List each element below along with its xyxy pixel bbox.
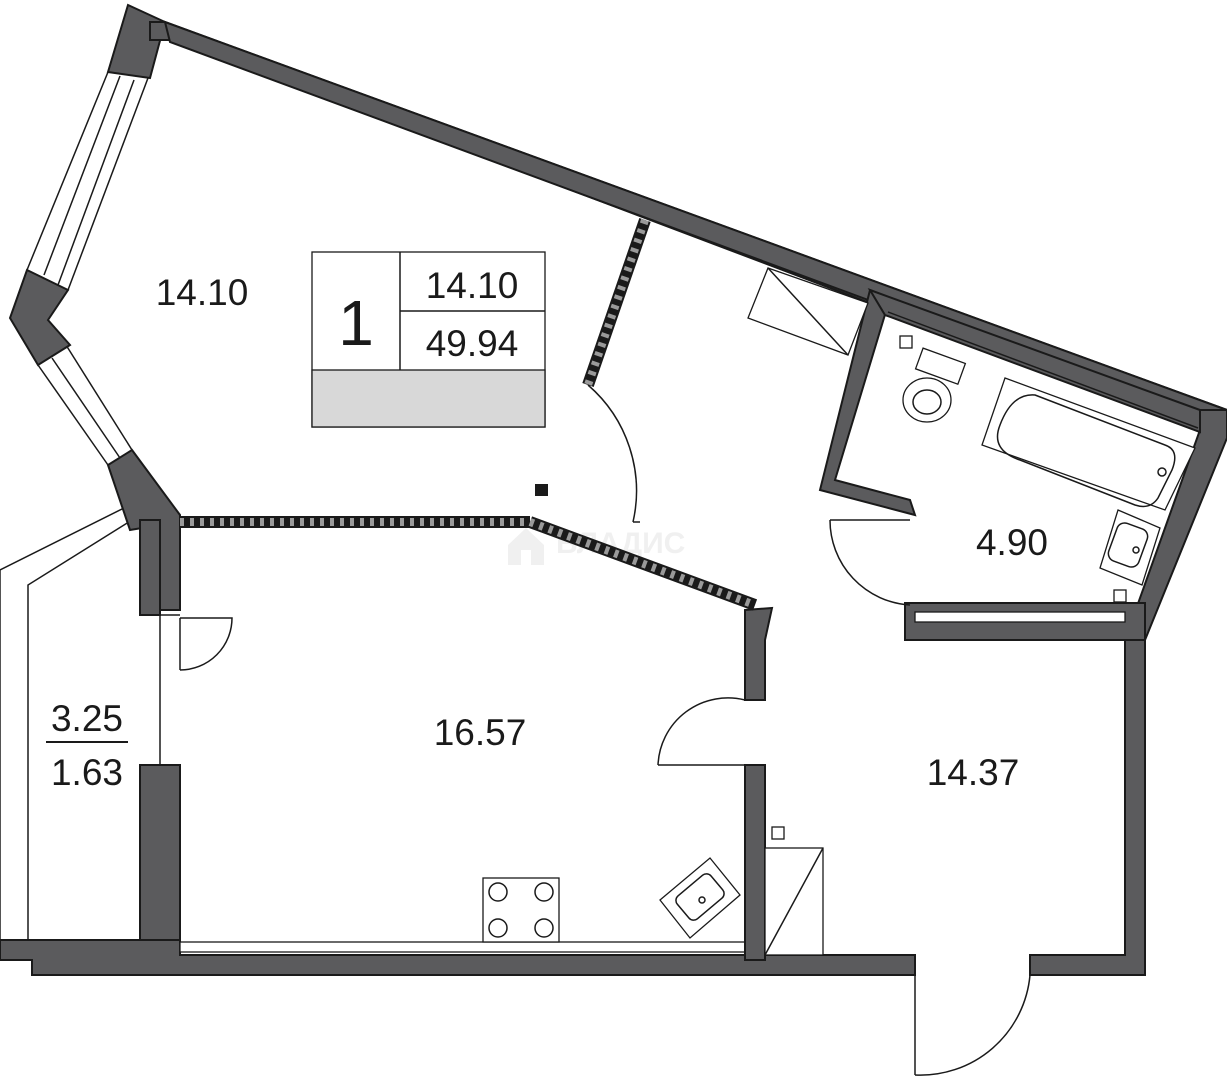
balcony-area-label: 3.25 1.63 [46, 698, 128, 793]
kitchen-area: 16.57 [434, 712, 527, 753]
living-room-area: 14.10 [156, 272, 249, 313]
balcony-door [140, 614, 233, 766]
partitions [180, 218, 758, 611]
summary-bar [311, 369, 546, 428]
door-living [587, 384, 640, 523]
door-bathroom [829, 519, 911, 606]
bathtub [887, 311, 1199, 511]
living-area-total: 14.10 [426, 265, 519, 306]
window-upper [26, 71, 149, 291]
summary-box: 1 14.10 49.94 [311, 251, 546, 428]
door-entrance [914, 974, 1031, 1076]
wardrobe-top [747, 267, 869, 356]
total-area: 49.94 [426, 323, 519, 364]
hallway-area: 14.37 [927, 752, 1020, 793]
kitchen-sink-icon [659, 857, 741, 939]
bathroom-sink-icon [1099, 509, 1161, 603]
room-count: 1 [338, 287, 374, 359]
balcony-reduced-area: 1.63 [51, 752, 123, 793]
balcony-area: 3.25 [51, 698, 123, 739]
cooktop-icon [482, 877, 560, 943]
window-lower [37, 344, 133, 466]
bathroom-area: 4.90 [976, 522, 1048, 563]
house-icon [508, 528, 544, 565]
door-kitchen [657, 697, 746, 766]
walls [0, 3, 1227, 976]
wardrobe-bottom [764, 826, 824, 956]
toilet-icon [899, 335, 967, 423]
